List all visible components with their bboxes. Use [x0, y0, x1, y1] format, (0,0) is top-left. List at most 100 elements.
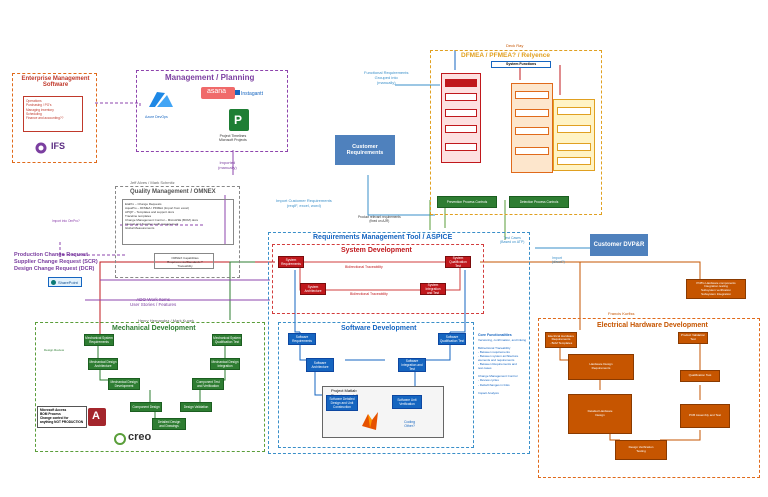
mechanical-dev-title: Mechanical Development [112, 325, 196, 332]
bidir-trace-label-2: Bidirectional Traceability [350, 292, 388, 296]
asana-logo[interactable]: asana [201, 87, 235, 99]
software-dev-panel: Software Development [278, 322, 474, 448]
azure-devops-label: Azure DevOps [145, 115, 168, 119]
planning-panel: Management / Planning Azure DevOps asana… [136, 70, 288, 152]
access-bom-box: Microsoft Access BOM Process Change cont… [37, 406, 87, 428]
matlab-icon [360, 410, 380, 432]
sw-qualification-box[interactable]: Software Qualification Test [438, 333, 466, 345]
dfmea-cell [557, 125, 591, 133]
electrical-dev-title: Electrical Hardware Development [597, 322, 708, 329]
mech-item[interactable]: Mechanical Design Architecture [88, 358, 118, 370]
system-dev-panel: System Development [272, 244, 484, 314]
sw-integration-box[interactable]: Software Integration and Test [398, 358, 426, 372]
creo-logo-icon [114, 432, 126, 445]
elec-owner: Francis Kurfiss [608, 311, 635, 316]
system-qualification-box[interactable]: System Qualification Test [445, 256, 471, 268]
mech-item[interactable]: Mechanical Design Integration [210, 358, 240, 370]
detection-controls-box: Detection Process Controls [509, 196, 569, 208]
planning-title: Management / Planning [165, 73, 255, 82]
sys-to-sw-line [294, 270, 300, 333]
design-review-label: Design Review [44, 348, 65, 352]
mech-item[interactable]: Component Test and Verification [192, 378, 224, 390]
instagantt-label[interactable]: Instagantt [241, 91, 263, 97]
sw-unit-verification-box[interactable]: Software Unit Verification [392, 395, 422, 409]
access-bom-note: Microsoft Access BOM Process Change cont… [40, 408, 84, 424]
quality-items-box: EtaPro – Change Requests AquaPro – DFMEA… [122, 199, 234, 245]
bidir-trace-label: Bidirectional Traceability [345, 265, 383, 269]
pcb-note-box: PCB's Hardware components Integration te… [686, 279, 746, 299]
sys-to-sw-line-2 [450, 270, 466, 333]
system-integration-box[interactable]: System Integration and Test [420, 283, 446, 295]
quality-items: EtaPro – Change Requests AquaPro – DFMEA… [125, 202, 199, 231]
dfmea-cell [445, 93, 477, 101]
sys-to-mech-line [99, 261, 275, 335]
rm-tool-title: Requirements Management Tool / ASPICE [313, 234, 453, 241]
coding-label: Coding Other? [404, 420, 416, 428]
import-direct-note: Import (direct?) [552, 256, 565, 264]
elec-req-line [505, 261, 581, 330]
sharepoint-icon [51, 280, 56, 285]
elec-item[interactable]: Electrical Hardware Requirements - BoM T… [545, 332, 577, 348]
omnex-capabilities-box: OMNEX Capabilities Requirements/Standard… [154, 253, 214, 269]
mech-item[interactable]: Mechanical System Qualification Test [212, 334, 242, 346]
ifs-logo-icon [35, 139, 57, 157]
mech-owners: Henry Hernandez / Mark Kupek [138, 318, 195, 323]
mech-item[interactable]: Detailed Design and Drawings [152, 418, 186, 430]
mech-item[interactable]: Mechanical System Requirements [84, 334, 114, 346]
mech-qual-line [229, 261, 255, 320]
dfmea-cell [515, 147, 549, 155]
dfmea-panel: DFMEA / PFMEA? / Relyence System Functio… [430, 50, 602, 215]
dfmea-cell [515, 91, 549, 99]
import-cust-req-line [367, 175, 435, 216]
azure-devops-icon[interactable] [147, 89, 175, 111]
import-omnex-note: Import into OmPro? [52, 219, 80, 223]
dfmea-cell [557, 157, 591, 165]
dfmea-cell [445, 125, 477, 133]
sharepoint-badge[interactable]: SharePoint [48, 277, 82, 287]
elec-l6 [660, 430, 701, 441]
system-architecture-box[interactable]: System Architecture [300, 283, 326, 295]
mech-item[interactable]: Mechanical Design Development [108, 378, 140, 390]
test-cases-note: Test Cases (Based on ATP) [500, 236, 525, 244]
import-customer-req-note: Import Customer Requirements (reqIF, exc… [276, 198, 332, 208]
dfmea-cell [445, 109, 477, 117]
erp-title: Enterprise Management Software [21, 76, 90, 88]
system-requirements-box[interactable]: System Requirements [278, 256, 304, 268]
project-label: Project Timelines Microsoft Projects [219, 134, 247, 142]
ms-project-icon[interactable]: P [229, 109, 249, 131]
erp-items: Operations Purchasing / PO's Managing in… [26, 99, 64, 121]
mech-item[interactable]: Design Validation [180, 402, 212, 412]
software-dev-title: Software Development [341, 325, 417, 332]
sys-qual-int-line [440, 262, 461, 291]
elec-item[interactable]: Qualification Test [680, 370, 720, 382]
elec-item[interactable]: Design Verification Testing [615, 440, 667, 460]
sw-requirements-box[interactable]: Software Requirements [288, 333, 316, 345]
sw-detailed-design-box[interactable]: Software Detailed Design and Unit Constr… [326, 395, 358, 411]
ado-line [59, 240, 125, 256]
mechanical-dev-panel: Mechanical Development [35, 322, 265, 452]
change-request-lines: Production Change Request Supplier Chang… [14, 252, 98, 272]
ms-access-icon: A [88, 408, 106, 426]
dfmea-cell [557, 143, 591, 151]
customer-requirements-box[interactable]: Customer Requirements [335, 135, 395, 165]
dfmea-title: DFMEA / PFMEA? / Relyence [461, 52, 550, 59]
ado-work-items-note: ADO Work Items User Stories / Features [130, 297, 177, 307]
elec-item[interactable]: PCB Assembly and Test [680, 404, 730, 428]
elec-item[interactable]: Detailed Hardware Design [568, 394, 632, 434]
erp-panel: Enterprise Management Software Operation… [12, 73, 97, 163]
customer-dvpr-box[interactable]: Customer DVP&R [590, 234, 648, 256]
dfmea-owner: Deck Ray [506, 43, 524, 48]
elec-item[interactable]: Product Validation Test [678, 332, 708, 344]
elec-item[interactable]: Hardware Design Requirements [568, 354, 634, 380]
dfmea-cell [445, 79, 477, 87]
functional-req-note: Functional Requirements Grouped into (ma… [364, 70, 409, 85]
quality-title: Quality Management / OMNEX [130, 189, 216, 195]
dfmea-cell [515, 127, 549, 135]
core-title: Core Functionalities [478, 333, 512, 337]
ifs-logo-text: IFS [51, 141, 66, 151]
project-matlab-box: Project Matlab Requirements? [322, 386, 444, 438]
mech-item[interactable]: Component Design [130, 402, 162, 412]
system-functions-box: System Functions [491, 61, 551, 68]
sw-architecture-box[interactable]: Software Architecture [306, 358, 334, 372]
dfmea-cell [515, 109, 549, 117]
